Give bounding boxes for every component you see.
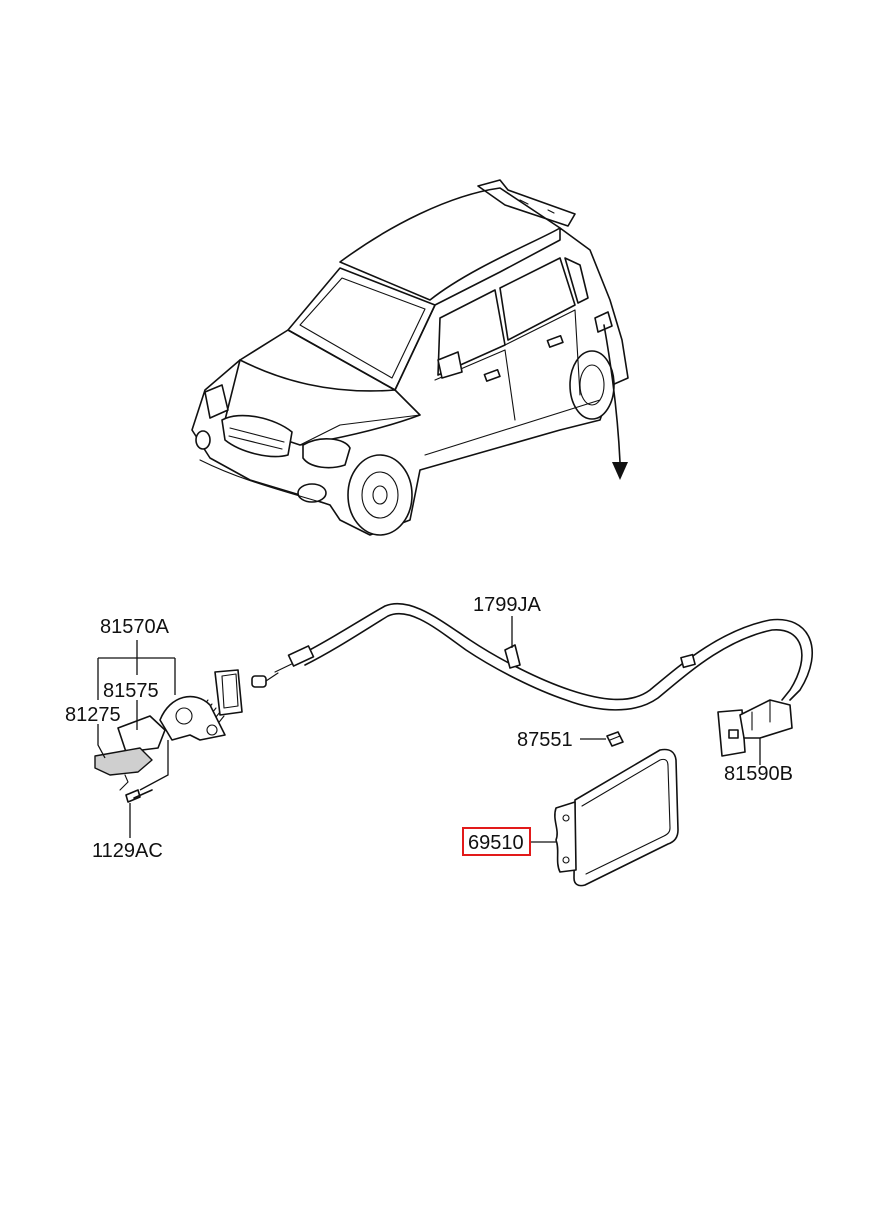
callout-lines [97, 616, 761, 843]
part-number-1799JA: 1799JA [473, 594, 541, 616]
part-number-1129AC: 1129AC [92, 840, 163, 862]
part-number-81275: 81275 [65, 704, 121, 726]
part-label-81590B[interactable]: 81590B [724, 763, 793, 785]
part-label-81575[interactable]: 81575 [103, 680, 159, 702]
part-label-1129AC[interactable]: 1129AC [92, 840, 163, 862]
part-label-81275[interactable]: 81275 [65, 704, 121, 726]
part-label-87551[interactable]: 87551 [517, 729, 573, 751]
fuel-filler-door [554, 748, 679, 887]
part-number-87551: 87551 [517, 729, 573, 751]
part-number-69510: 69510 [468, 832, 524, 854]
part-label-81570A[interactable]: 81570A [100, 616, 170, 638]
rubber-bumper [606, 731, 624, 747]
part-number-81590B: 81590B [724, 763, 793, 785]
highlight-box [462, 827, 531, 856]
cable-end-connector [717, 699, 793, 757]
part-number-81575: 81575 [103, 680, 159, 702]
part-label-1799JA[interactable]: 1799JA [473, 594, 541, 616]
vehicle-illustration [191, 179, 629, 536]
part-label-69510[interactable]: 69510 [462, 827, 531, 856]
latch-assembly [94, 669, 243, 803]
release-cable [251, 602, 814, 711]
part-number-81570A: 81570A [100, 616, 170, 638]
